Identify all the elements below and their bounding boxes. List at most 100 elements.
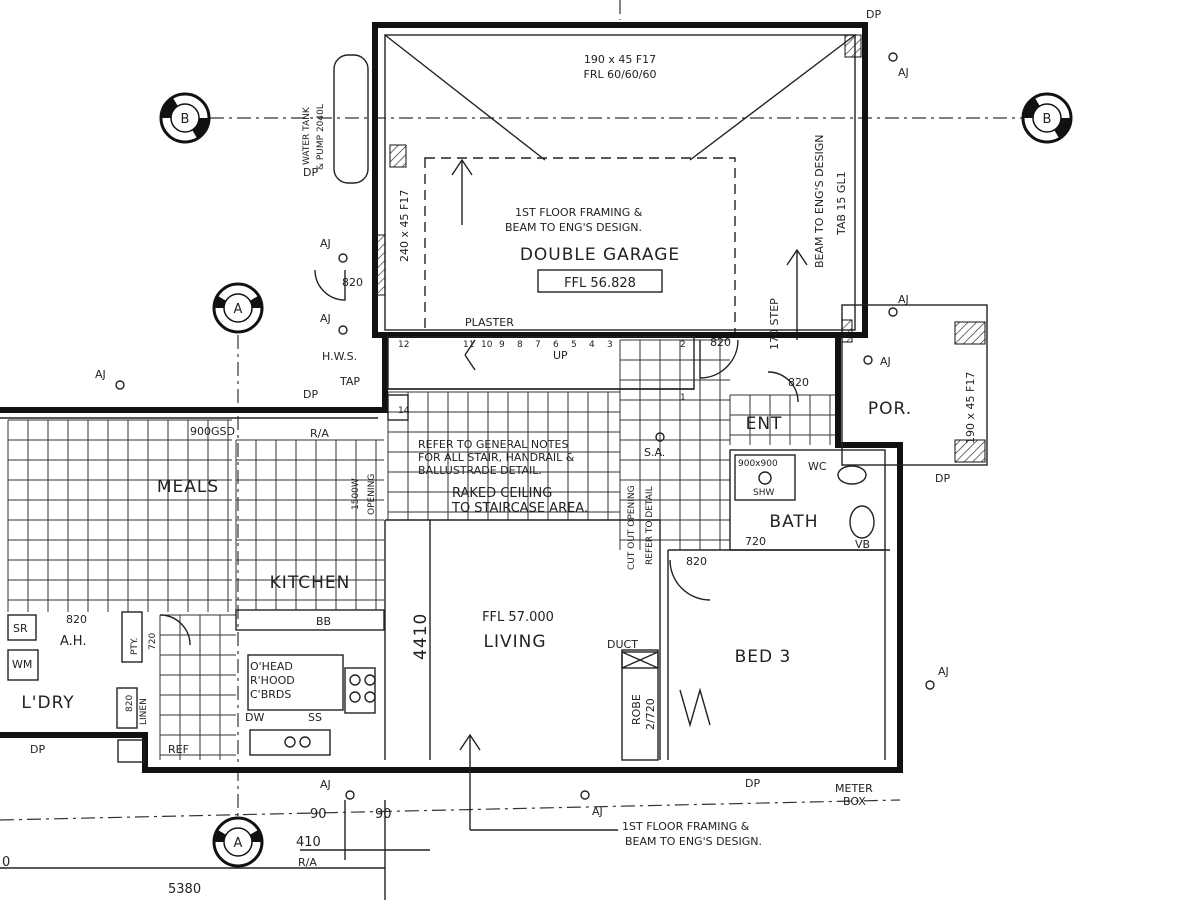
- stair-up-label: UP: [553, 349, 568, 362]
- dimension-820: 820: [686, 555, 707, 568]
- aj-tag: AJ: [880, 355, 891, 368]
- ra-bottom-label: R/A: [298, 856, 317, 869]
- dimension-820: 820: [710, 336, 731, 349]
- dp-tag: DP: [303, 388, 318, 401]
- linen-label: LINEN: [139, 698, 149, 725]
- aj-tag: AJ: [320, 312, 331, 325]
- cut-out-note-2: REFER TO DETAIL: [645, 486, 655, 565]
- shower-label: SHW: [753, 488, 774, 498]
- refer-note-2: FOR ALL STAIR, HANDRAIL &: [418, 451, 575, 464]
- tab-gl1-note: TAB 15 GL1: [835, 171, 848, 236]
- stair-step-number: 11: [463, 340, 474, 350]
- section-marker-b-left: [159, 92, 211, 144]
- room-label-ent: ENT: [746, 414, 783, 434]
- bb-label: BB: [316, 615, 331, 628]
- dp-tag: DP: [303, 166, 318, 179]
- room-label-meals: MEALS: [157, 477, 219, 497]
- section-b-right-letter: B: [1043, 112, 1052, 127]
- dimension-820: 820: [788, 376, 809, 389]
- section-a-bottom-letter: A: [234, 836, 243, 851]
- aj-tag: AJ: [320, 237, 331, 250]
- plaster-label: PLASTER: [465, 316, 514, 329]
- stair-step-number: 5: [571, 340, 577, 350]
- robe-label: ROBE: [630, 694, 643, 725]
- beam-eng-design-note: BEAM TO ENG'S DESIGN: [813, 135, 826, 269]
- sink-label: SS: [308, 711, 322, 724]
- pantry-label: PTY.: [130, 638, 140, 655]
- stair-step-number: 7: [535, 340, 541, 350]
- living-ffl: FFL 57.000: [482, 610, 554, 625]
- aj-tag: AJ: [938, 665, 949, 678]
- robe-dimension: 2/720: [644, 698, 657, 730]
- garage-beam-spec: 190 x 45 F17: [584, 53, 656, 66]
- first-floor-note-bottom-1: 1ST FLOOR FRAMING &: [622, 820, 750, 833]
- dishwasher-label: DW: [245, 711, 264, 724]
- dimension-720: 720: [745, 535, 766, 548]
- garage-ffl: FFL 56.828: [564, 276, 636, 291]
- dimension-820: 820: [342, 276, 363, 289]
- dp-tag: DP: [30, 743, 45, 756]
- stair-step-number: 4: [589, 340, 595, 350]
- stair-step-number: 12: [398, 340, 409, 350]
- dimension-90: 90: [375, 807, 392, 822]
- section-marker-b-right: [1021, 92, 1073, 144]
- dimension-5380: 5380: [168, 882, 201, 897]
- sa-label: S.A.: [644, 446, 665, 459]
- dp-tag: DP: [866, 8, 881, 21]
- aj-symbols: [115, 52, 935, 800]
- aj-tag: AJ: [898, 66, 909, 79]
- raked-note-2: TO STAIRCASE AREA.: [451, 501, 588, 516]
- pantry-dimension: 720: [148, 633, 158, 650]
- dp-tag: DP: [935, 472, 950, 485]
- porch-beam-spec: 190 x 45 F17: [964, 372, 977, 444]
- aj-tag: AJ: [898, 293, 909, 306]
- meter-box-label: BOX: [843, 795, 866, 808]
- step-label: 170 STEP: [768, 298, 781, 350]
- dimension-820: 820: [125, 695, 135, 712]
- rangehood-label: R'HOOD: [250, 674, 295, 687]
- dp-tag: DP: [745, 777, 760, 790]
- stair-step-number: 6: [553, 340, 559, 350]
- garage-side-beam: 240 x 45 F17: [398, 190, 411, 262]
- airing-label: A.H.: [60, 634, 86, 649]
- aj-tag: AJ: [320, 778, 331, 791]
- meter-label: METER: [835, 782, 873, 795]
- labels: DOUBLE GARAGE FFL 56.828 190 x 45 F17 FR…: [2, 8, 1051, 897]
- water-tank-label: WATER TANK: [302, 106, 312, 165]
- dimension-90: 90: [310, 807, 327, 822]
- refer-note-3: BALLUSTRADE DETAIL.: [418, 464, 542, 477]
- dimension-0: 0: [2, 855, 10, 870]
- section-b-left-letter: B: [181, 112, 190, 127]
- gsd-label: 900GSD: [190, 425, 235, 438]
- room-label-porch: POR.: [868, 399, 912, 419]
- stair-step-number: 8: [517, 340, 523, 350]
- stair-step-number: 14: [398, 406, 410, 416]
- pump-label: & PUMP 2040L: [316, 104, 326, 170]
- aj-tag: AJ: [95, 368, 106, 381]
- hws-label: H.W.S.: [322, 350, 357, 363]
- tap-label: TAP: [339, 375, 360, 388]
- aj-tag: AJ: [592, 805, 603, 818]
- room-label-bed3: BED 3: [735, 647, 792, 667]
- ra-top-label: R/A: [310, 427, 329, 440]
- shower-size: 900x900: [738, 459, 778, 469]
- stair-step-number: 2: [680, 340, 686, 350]
- first-floor-note-bottom-2: BEAM TO ENG'S DESIGN.: [625, 835, 762, 848]
- first-floor-note-top-1: 1ST FLOOR FRAMING &: [515, 206, 643, 219]
- section-lines: [0, 0, 1030, 821]
- section-marker-a-bottom: [212, 816, 264, 868]
- vb-label: VB: [855, 538, 870, 551]
- garage-frl: FRL 60/60/60: [584, 68, 657, 81]
- dimension-4410: 4410: [411, 613, 431, 660]
- dimension-820: 820: [66, 613, 87, 626]
- duct-label: DUCT: [607, 638, 638, 651]
- house-walls: [0, 269, 988, 900]
- stair-step-number: 1: [680, 393, 686, 403]
- opening-label: OPENING: [367, 474, 377, 515]
- stair-step-number: 9: [499, 340, 505, 350]
- dimension-410: 410: [296, 835, 321, 850]
- tile-grid: [7, 339, 838, 760]
- raked-note-1: RAKED CEILING: [452, 486, 552, 501]
